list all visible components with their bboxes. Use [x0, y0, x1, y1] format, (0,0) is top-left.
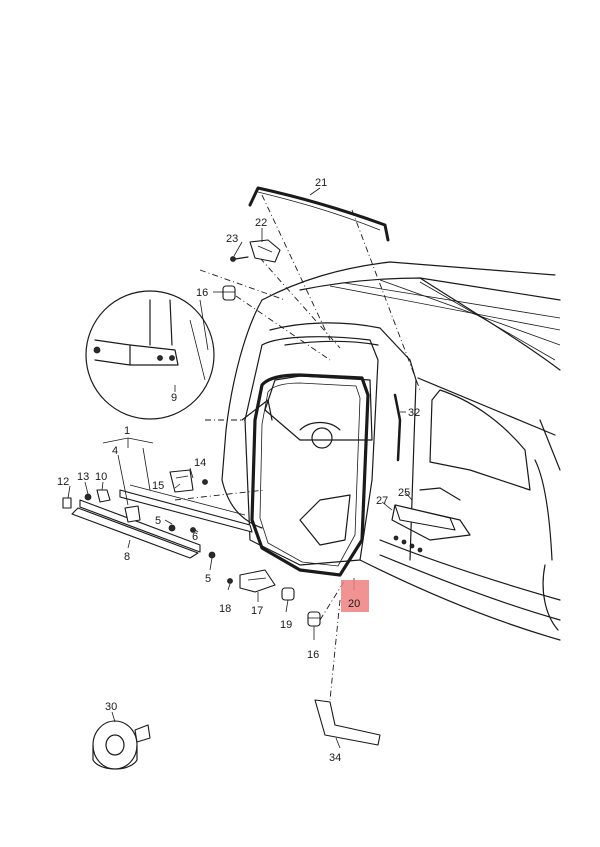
- callout-labels: 21 22 23 16 9 32 1 4 14 15 12 13 10 25 2…: [57, 177, 420, 764]
- lower-roller-bracket: [239, 569, 276, 593]
- tape-roll-30: [92, 720, 151, 770]
- callout-25[interactable]: 25: [398, 487, 410, 499]
- guide-trim-32: [393, 393, 402, 462]
- callout-16-lower[interactable]: 16: [307, 649, 319, 661]
- callout-9[interactable]: 9: [171, 392, 177, 404]
- rubber-buffer-upper: [222, 285, 236, 301]
- callout-20[interactable]: 20: [348, 598, 360, 610]
- callout-10[interactable]: 10: [95, 471, 107, 483]
- rubber-stop-part-19: [281, 587, 295, 601]
- sill-trim-34: [314, 699, 381, 746]
- rubber-buffer-lower: [307, 611, 321, 627]
- callout-30[interactable]: 30: [105, 701, 117, 713]
- upper-guide-rail: [248, 186, 390, 242]
- callout-6[interactable]: 6: [192, 531, 198, 543]
- callout-14[interactable]: 14: [194, 457, 206, 469]
- callout-8[interactable]: 8: [124, 551, 130, 563]
- upper-roller-bracket: [230, 239, 281, 263]
- callout-1[interactable]: 1: [124, 425, 130, 437]
- sliding-door: [244, 336, 379, 577]
- callout-16-upper[interactable]: 16: [196, 287, 208, 299]
- callout-22[interactable]: 22: [255, 217, 267, 229]
- bracket-part-4: [124, 505, 141, 523]
- fasteners: [62, 479, 233, 584]
- cover-part-25: [394, 504, 456, 531]
- bracket-part-15: [169, 469, 194, 493]
- callout-4[interactable]: 4: [112, 445, 118, 457]
- callout-21[interactable]: 21: [315, 177, 327, 189]
- vehicle-body: [221, 261, 561, 641]
- callout-23[interactable]: 23: [226, 233, 238, 245]
- callout-12[interactable]: 12: [57, 476, 69, 488]
- callout-18[interactable]: 18: [219, 603, 231, 615]
- callout-15[interactable]: 15: [152, 480, 164, 492]
- callout-17[interactable]: 17: [251, 605, 263, 617]
- callout-5-lower[interactable]: 5: [205, 573, 211, 585]
- leader-lines: [67, 187, 413, 749]
- callout-27[interactable]: 27: [376, 495, 388, 507]
- guide-lines: [174, 194, 421, 701]
- detail-view-hinge: [85, 290, 215, 420]
- callout-19[interactable]: 19: [280, 619, 292, 631]
- callout-32[interactable]: 32: [408, 407, 420, 419]
- callout-13[interactable]: 13: [77, 471, 89, 483]
- lower-guide-rail: [71, 484, 253, 559]
- callout-34[interactable]: 34: [329, 752, 341, 764]
- highlight-box-part-20[interactable]: [341, 580, 369, 612]
- callout-5-upper[interactable]: 5: [155, 515, 161, 527]
